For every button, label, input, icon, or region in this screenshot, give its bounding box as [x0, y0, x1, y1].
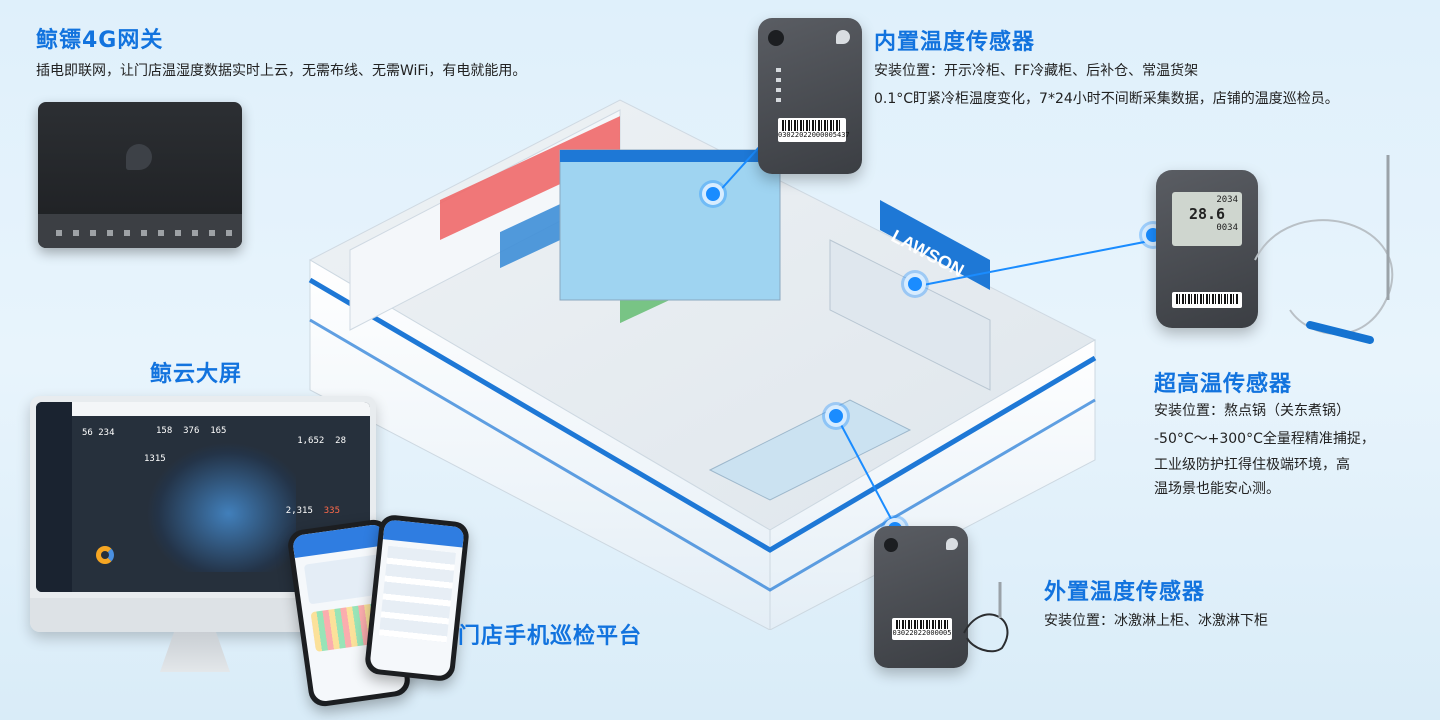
- whale-logo-icon: [946, 538, 958, 550]
- gateway-device: [38, 102, 242, 248]
- external-sensor-device: 03022022000005: [874, 526, 968, 668]
- high-temp-sensor-title: 超高温传感器: [1154, 372, 1293, 397]
- builtin-serial: 03022022000005437: [778, 131, 850, 139]
- stat-1: 56: [82, 428, 93, 438]
- stat-3: 158: [156, 426, 173, 436]
- stat-7: 28: [335, 436, 346, 446]
- external-serial: 03022022000005: [892, 629, 952, 637]
- stat-2: 234: [98, 428, 115, 438]
- high-temp-desc-1: -50°C～+300°C全量程精准捕捉，: [1154, 431, 1375, 447]
- high-temp-location: 安装位置：熬点锅（关东煮锅）: [1154, 403, 1350, 419]
- builtin-sensor-marker[interactable]: [702, 183, 724, 205]
- whale-logo-icon: [126, 144, 152, 170]
- high-temp-desc-3: 温场景也能安心测。: [1154, 481, 1280, 497]
- phone-2: [363, 513, 471, 683]
- mobile-title: 门店手机巡检平台: [458, 624, 643, 649]
- stat-9: 2,315: [285, 506, 313, 516]
- fridge-row: [559, 149, 781, 301]
- dashboard-title: 鲸云大屏: [150, 362, 243, 387]
- builtin-sensor-device: 03022022000005437: [758, 18, 862, 174]
- stat-6: 1,652: [297, 436, 325, 446]
- lcd-top-reading: 2034: [1216, 195, 1238, 205]
- camera-icon: [884, 538, 898, 552]
- high-temp-sensor-marker[interactable]: [904, 273, 926, 295]
- external-probe-cable: [963, 582, 1009, 653]
- gateway-desc: 插电即联网，让门店温湿度数据实时上云，无需布线、无需WiFi，有电就能用。: [36, 63, 527, 79]
- stat-8: 1315: [144, 454, 166, 464]
- dashboard-screen: 56 234 158 376 165 1,652 28 1315 2,315 3…: [36, 402, 370, 592]
- high-temp-desc-2: 工业级防护扛得住极端环境，高: [1154, 457, 1350, 473]
- external-sensor-location: 安装位置：冰激淋上柜、冰激淋下柜: [1044, 613, 1268, 629]
- builtin-sensor-desc: 0.1°C盯紧冷柜温度变化，7*24小时不间断采集数据，店铺的温度巡检员。: [874, 91, 1339, 107]
- gateway-indicator-row: [56, 230, 232, 236]
- gateway-title: 鲸镖4G网关: [36, 28, 164, 53]
- camera-icon: [768, 30, 784, 46]
- builtin-sensor-title: 内置温度传感器: [874, 30, 1036, 55]
- builtin-sensor-location: 安装位置：开示冷柜、FF冷藏柜、后补仓、常温货架: [874, 63, 1199, 79]
- whale-logo-icon: [836, 30, 850, 44]
- store-illustration: LAWSON: [308, 99, 1097, 630]
- stat-5: 165: [210, 426, 227, 436]
- probe-cable: [1254, 155, 1394, 344]
- external-sensor-marker[interactable]: [825, 405, 847, 427]
- map-visual: [146, 442, 296, 572]
- high-temp-sensor-device: 2034 28.6 0034: [1156, 170, 1258, 328]
- lcd-bottom-reading: 0034: [1216, 223, 1238, 233]
- monitor-stand: [160, 632, 230, 672]
- lcd-temperature: 28.6: [1188, 205, 1226, 223]
- stat-10: 335: [323, 506, 340, 516]
- external-sensor-title: 外置温度传感器: [1044, 580, 1206, 605]
- stat-4: 376: [183, 426, 200, 436]
- donut-chart: [96, 546, 114, 564]
